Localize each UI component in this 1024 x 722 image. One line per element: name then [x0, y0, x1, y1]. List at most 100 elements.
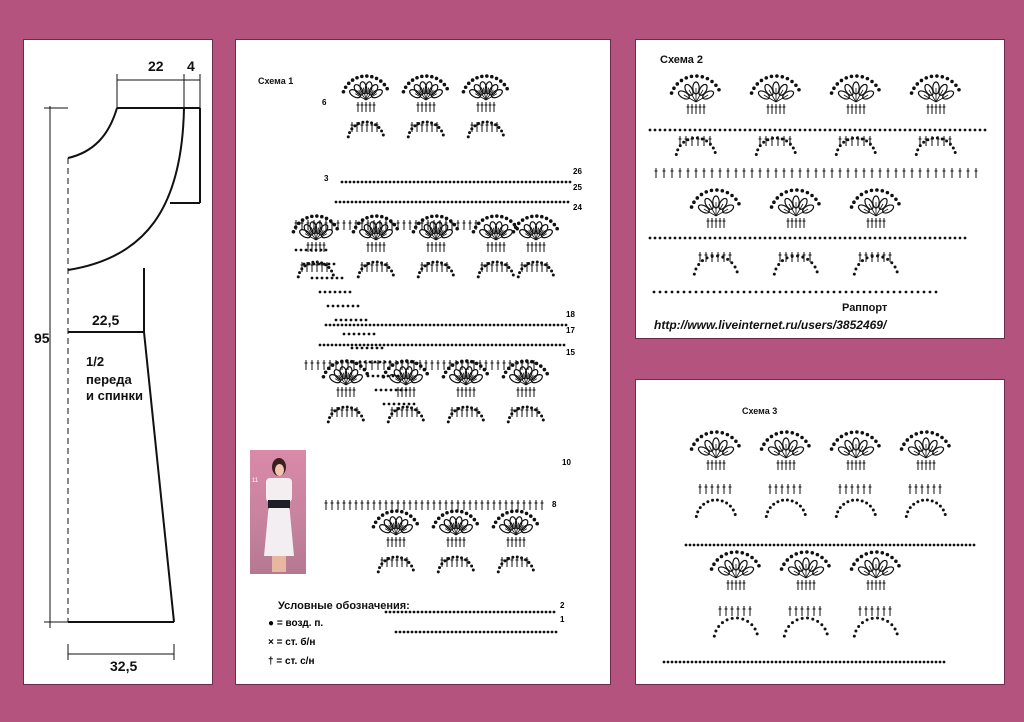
stitch-row [394, 630, 558, 634]
stitch-row [758, 136, 792, 146]
row-number: 6 [322, 98, 327, 107]
chain-arc [904, 498, 947, 519]
row-number: 17 [566, 326, 575, 335]
stitch-row [390, 407, 419, 417]
fan-motif [909, 74, 961, 114]
row-number: 2 [560, 601, 565, 610]
fan-motif [669, 74, 721, 114]
row-number: 15 [566, 348, 575, 357]
stitch-row [858, 606, 892, 616]
chain-arc [692, 254, 739, 276]
stitch-row [654, 168, 978, 178]
chain-arc [376, 555, 415, 574]
dim-shoulder: 4 [187, 58, 195, 74]
fan-motif [849, 188, 901, 228]
fan-motif [689, 188, 741, 228]
fan-motif [341, 74, 389, 112]
fan-motif [511, 214, 559, 252]
legend-item: × = ст. б/н [268, 637, 315, 648]
chain-arc [712, 616, 759, 638]
legend-symbol: × [268, 637, 274, 648]
row-number: 18 [566, 310, 575, 319]
fan-motif [829, 430, 881, 470]
piece-label-1: 1/2 [86, 354, 105, 369]
chain-arc [476, 260, 515, 279]
chain-arc [356, 260, 395, 279]
stitch-row [838, 484, 872, 494]
legend-text: = ст. б/н [276, 637, 316, 648]
stitch-row [384, 610, 556, 614]
schema3-chart [662, 430, 976, 664]
stitch-row [718, 606, 752, 616]
fan-motif [371, 509, 419, 547]
schema2-panel: Схема 2 Раппорт http://www.liveinternet.… [636, 40, 1004, 338]
model-top [266, 478, 292, 502]
fan-motif [291, 214, 339, 252]
stitch-row [360, 262, 389, 272]
stitch-row [366, 374, 400, 378]
schema1-title: Схема 1 [258, 76, 294, 86]
chain-arc [296, 260, 335, 279]
chain-arc [782, 616, 829, 638]
legend-item: † = ст. с/н [268, 656, 314, 667]
stitch-row [648, 128, 987, 132]
row-number: 10 [562, 458, 571, 467]
legend-text: = возд. п. [276, 618, 324, 629]
stitch-row [358, 360, 392, 364]
photo-number: 11 [252, 478, 259, 484]
stitch-row [350, 346, 384, 350]
stitch-row [374, 388, 408, 392]
fan-motif [899, 430, 951, 470]
stitch-row [324, 500, 544, 510]
stitch-row [326, 304, 360, 308]
stitch-row [684, 543, 976, 547]
stitch-row [662, 660, 946, 664]
row-number: 8 [552, 500, 557, 509]
fan-motif [849, 550, 901, 590]
stitch-row [334, 318, 368, 322]
model-belt [268, 500, 290, 509]
model-skirt [264, 508, 294, 556]
fan-motif [411, 214, 459, 252]
stitch-row [420, 262, 449, 272]
stitch-row [440, 557, 469, 567]
stitch-row [858, 252, 892, 262]
fan-motif [769, 188, 821, 228]
stitch-row [342, 332, 376, 336]
legend-symbol: ● [268, 618, 275, 629]
row-number: 25 [573, 183, 582, 192]
stitch-row [310, 276, 344, 280]
fan-motif [351, 214, 399, 252]
stitch-row [500, 557, 529, 567]
fan-motif [441, 359, 489, 397]
schema1-panel: Схема 1 6 3 26 25 24 18 17 15 10 8 2 1 1… [236, 40, 610, 684]
fan-motif [759, 430, 811, 470]
fan-motif [471, 214, 519, 252]
stitch-row [768, 484, 802, 494]
fan-motif [501, 359, 549, 397]
fan-motif [321, 359, 369, 397]
dim-top-width: 22 [148, 58, 164, 74]
stitch-row [918, 136, 952, 146]
stitch-row [410, 122, 439, 132]
fan-motif [401, 74, 449, 112]
rapport-label: Раппорт [842, 302, 888, 314]
fan-motif [381, 359, 429, 397]
dim-hem: 32,5 [110, 658, 138, 674]
garment-outline [44, 74, 201, 660]
model-face [275, 464, 284, 476]
stitch-row [520, 262, 549, 272]
dim-waist: 22,5 [92, 312, 120, 328]
stitch-row [330, 407, 359, 417]
schema3-title: Схема 3 [742, 406, 778, 416]
fan-motif [431, 509, 479, 547]
stitch-row [510, 407, 539, 417]
stitch-row [350, 122, 379, 132]
schema2-title: Схема 2 [660, 54, 704, 66]
legend-text: = ст. с/н [276, 656, 315, 667]
stitch-row [480, 262, 509, 272]
fan-motif [689, 430, 741, 470]
stitch-row [450, 407, 479, 417]
piece-label-2: переда [86, 372, 132, 387]
fan-motif [829, 74, 881, 114]
